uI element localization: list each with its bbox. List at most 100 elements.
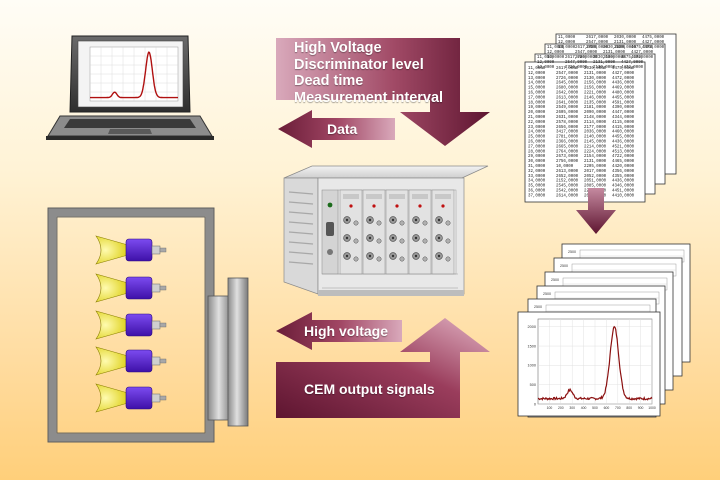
table-cell: 2030,0000 xyxy=(584,67,607,71)
detector-connector xyxy=(151,356,161,366)
command-list: High Voltage Discriminator level Dead ti… xyxy=(294,40,443,106)
electronics-crate xyxy=(283,165,489,296)
table-cell: 4436,0000 xyxy=(612,141,635,145)
table-cell: 2578,0000 xyxy=(556,121,579,125)
module-connector-pin xyxy=(368,254,372,258)
cem-detector-icon xyxy=(95,273,167,303)
table-cell: 2030,0000 xyxy=(614,36,637,40)
cem-detector-icon xyxy=(95,383,167,413)
table-cell: 2366,0000 xyxy=(556,141,579,145)
x-tick-label: 300 xyxy=(569,406,575,410)
table-cell: 2135,0000 xyxy=(584,101,607,105)
high-voltage-arrow xyxy=(276,312,402,350)
x-tick-label: 700 xyxy=(615,406,621,410)
module-knob xyxy=(399,256,405,262)
detector-cone xyxy=(95,346,129,376)
table-cell: 2547,0000 xyxy=(556,72,579,76)
table-cell: 2205,0000 xyxy=(584,165,607,169)
x-tick-label: 100 xyxy=(547,406,553,410)
module-led xyxy=(418,204,422,208)
table-cell: 4472,0000 xyxy=(631,56,654,60)
table-cell: 13,0000 xyxy=(537,66,555,70)
command-discriminator-level: Discriminator level xyxy=(294,56,424,73)
table-cell: 4472,0000 xyxy=(621,66,644,70)
table-cell: 4591,0000 xyxy=(612,101,635,105)
crate-power-module xyxy=(321,189,339,275)
table-cell: 21,0000 xyxy=(528,116,546,120)
table-cell: 4436,0000 xyxy=(612,180,635,184)
table-cell: 4455,0000 xyxy=(612,136,635,140)
sheet-to-chart-arrow xyxy=(576,188,616,234)
table-cell: 3417,0000 xyxy=(556,131,579,135)
module-knob xyxy=(422,220,428,226)
table-cell: 20,0000 xyxy=(528,111,546,115)
table-cell: 4427,0000 xyxy=(621,61,644,65)
table-cell: 13,0000 xyxy=(528,77,546,81)
detector-cone xyxy=(95,273,129,303)
table-cell: 2613,0000 xyxy=(556,170,579,174)
table-cell: 16,0000 xyxy=(528,92,546,96)
detector-cone xyxy=(95,310,129,340)
table-cell: 11,0000 xyxy=(547,46,565,50)
table-cell: 2181,0000 xyxy=(584,106,607,110)
table-cell: 2130,0000 xyxy=(593,66,616,70)
module-knob xyxy=(376,238,382,244)
module-connector-pin xyxy=(391,218,395,222)
module-knob xyxy=(445,238,451,244)
module-connector-pin xyxy=(437,254,441,258)
table-cell: 29,0000 xyxy=(528,155,546,159)
high-voltage-arrow-label: High voltage xyxy=(304,323,389,339)
table-cell: 2090,0000 xyxy=(584,111,607,115)
module-connector-pin xyxy=(414,218,418,222)
detector-body xyxy=(125,276,153,300)
module-connector-pin xyxy=(437,218,441,222)
table-cell: 25,0000 xyxy=(528,136,546,140)
table-cell: 2052,0000 xyxy=(584,175,607,179)
table-cell: 2781,0000 xyxy=(556,136,579,140)
table-cell: 2614,0000 xyxy=(556,194,579,198)
table-cell: 4475,0000 xyxy=(621,56,644,60)
table-cell: 2617,0000 xyxy=(575,46,598,50)
table-cell: 2224,0000 xyxy=(584,150,607,154)
module-knob xyxy=(422,238,428,244)
table-cell: 36,0000 xyxy=(528,190,546,194)
module-led xyxy=(349,204,353,208)
table-cell: 4346,0000 xyxy=(612,185,635,189)
table-cell: 15,0000 xyxy=(528,87,546,91)
module-knob xyxy=(376,220,382,226)
module-label-plate xyxy=(389,194,405,199)
y-tick-label: 2000 xyxy=(528,325,536,329)
detector-connector xyxy=(151,393,161,403)
module-led xyxy=(395,204,399,208)
module-knob xyxy=(376,256,382,262)
table-cell: 13,0000 xyxy=(547,56,565,60)
table-cell: 27,0000 xyxy=(528,145,546,149)
table-cell: 31,0000 xyxy=(528,165,546,169)
table-cell: 2156,0000 xyxy=(584,87,607,91)
x-tick-label: 600 xyxy=(604,406,610,410)
data-arrow-label: Data xyxy=(327,121,358,137)
laptop-screen-chart xyxy=(89,46,179,102)
module-connector-pin xyxy=(345,254,349,258)
chart-y-tick-label: 2500 xyxy=(551,278,559,282)
table-cell: 2673,0000 xyxy=(556,155,579,159)
module-label-plate xyxy=(412,194,428,199)
detector-connector xyxy=(151,245,161,255)
table-cell: 19,0000 xyxy=(528,106,546,110)
table-cell: 2030,0000 xyxy=(593,56,616,60)
module-connector-pin xyxy=(345,236,349,240)
table-cell: 12,0000 xyxy=(558,41,576,45)
y-tick-label: 500 xyxy=(530,383,536,387)
table-cell: 2145,0000 xyxy=(584,141,607,145)
table-cell: 22,0000 xyxy=(528,121,546,125)
table-cell: 2017,0000 xyxy=(584,170,607,174)
table-cell: 18,0000 xyxy=(528,101,546,105)
table-cell: 4355,0000 xyxy=(612,175,635,179)
laptop-icon xyxy=(46,35,214,140)
chart-y-tick-label: 2500 xyxy=(534,305,542,309)
module-knob xyxy=(353,238,359,244)
table-cell: 14,0000 xyxy=(528,82,546,86)
table-cell: 2726,0000 xyxy=(556,77,579,81)
table-cell: 2617,0000 xyxy=(565,56,588,60)
detector-pin xyxy=(159,285,167,291)
